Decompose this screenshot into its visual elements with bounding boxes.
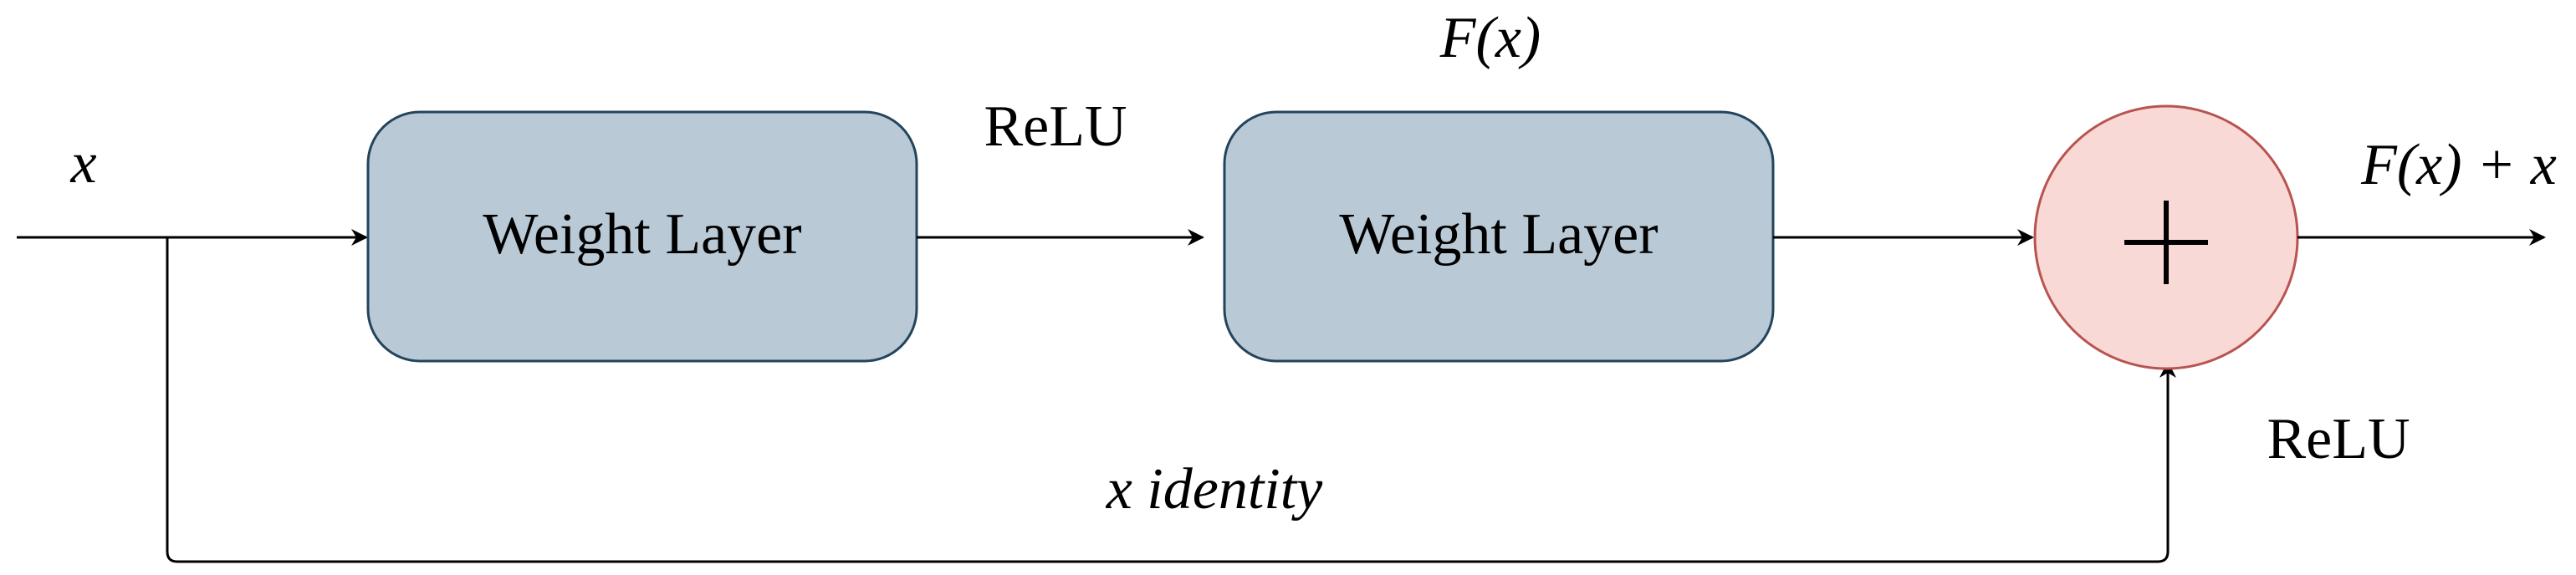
output-label: F(x) + x xyxy=(2360,133,2557,197)
identity-label: x identity xyxy=(1106,457,1323,522)
relu-after-label: ReLU xyxy=(2267,407,2410,471)
weight-layer-2-label: Weight Layer xyxy=(1339,202,1658,267)
skip-connection-arrow xyxy=(166,237,2176,563)
weight-layer-1-label: Weight Layer xyxy=(483,202,801,267)
plus-icon xyxy=(2124,201,2208,284)
relu-between-label: ReLU xyxy=(984,94,1127,159)
input-x-label: x xyxy=(69,131,96,196)
fx-label: F(x) xyxy=(1439,6,1541,70)
